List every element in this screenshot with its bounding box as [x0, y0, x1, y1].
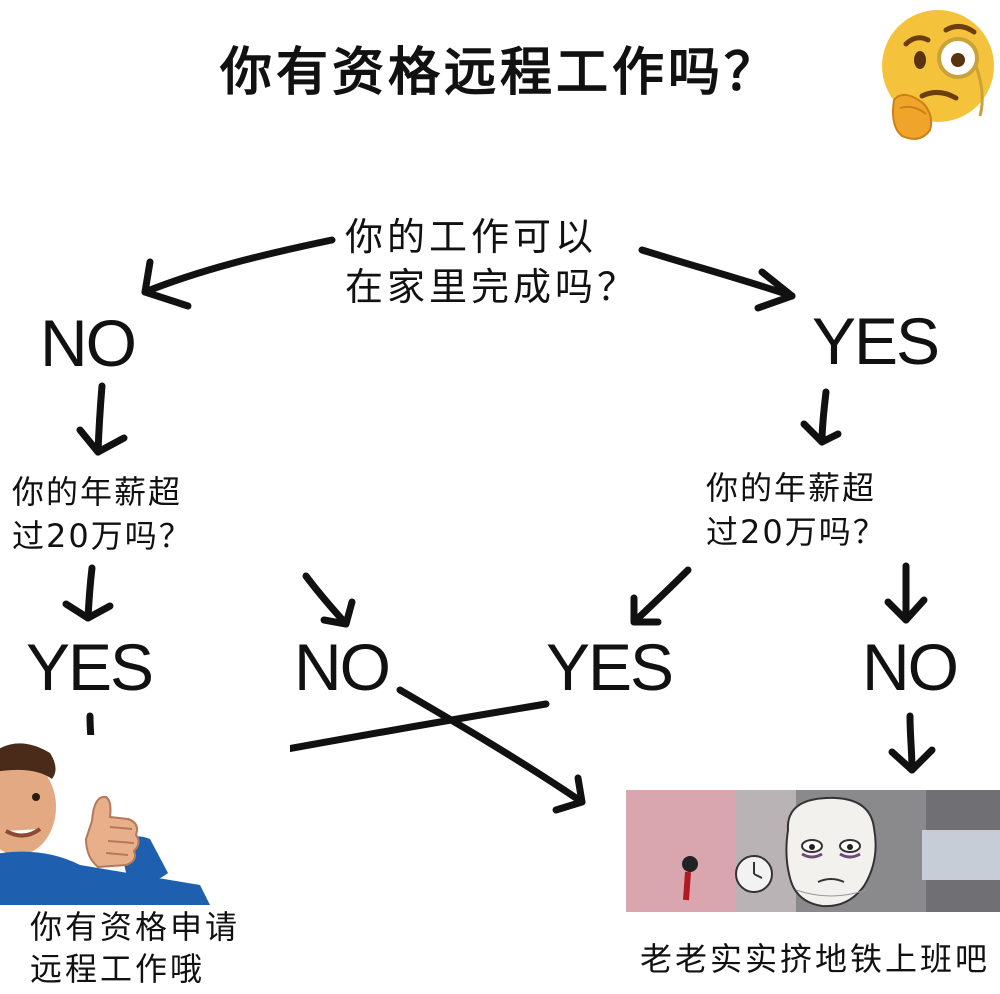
arrow-salary-right-to-no	[884, 562, 928, 624]
arrow-salary-left-to-yes	[62, 564, 114, 622]
question-work-from-home: 你的工作可以 在家里完成吗？	[345, 212, 639, 312]
answer-right-yes: YES	[546, 630, 674, 704]
thinking-face-icon	[882, 10, 994, 140]
question-salary-right: 你的年薪超 过20万吗？	[706, 466, 887, 554]
tired-wojak-image	[626, 790, 1000, 912]
arrow-question-to-yes	[638, 246, 796, 312]
answer-left-no: NO	[294, 630, 391, 704]
question-line: 过20万吗？	[706, 513, 887, 551]
question-line: 在家里完成吗？	[345, 265, 640, 309]
arrow-salary-left-to-no	[302, 572, 356, 628]
arrow-left-no-to-commute	[396, 686, 586, 814]
answer-right-no: NO	[862, 630, 959, 704]
arrow-salary-right-to-yes	[630, 566, 692, 626]
answer-yes-top: YES	[812, 304, 940, 378]
arrow-right-no-to-commute	[888, 712, 936, 774]
question-line: 你的年薪超	[12, 473, 183, 511]
outcome-line: 你有资格申请	[30, 908, 241, 946]
answer-no-top: NO	[40, 306, 137, 380]
question-line: 你的工作可以	[345, 215, 598, 259]
thumbs-up-man-image	[0, 735, 290, 905]
question-salary-left: 你的年薪超 过20万吗？	[12, 470, 193, 558]
answer-left-yes: YES	[26, 630, 154, 704]
outcome-line: 远程工作哦	[30, 950, 206, 988]
page-title: 你有资格远程工作吗？	[219, 43, 780, 103]
question-line: 你的年薪超	[706, 469, 877, 507]
arrow-question-to-no	[141, 236, 336, 310]
arrow-yes-to-salary-right	[800, 388, 842, 446]
outcome-commute: 老老实实挤地铁上班吧	[640, 940, 991, 978]
outcome-eligible: 你有资格申请 远程工作哦	[30, 906, 240, 990]
question-line: 过20万吗？	[12, 517, 193, 555]
arrow-no-to-salary-left	[76, 382, 128, 456]
